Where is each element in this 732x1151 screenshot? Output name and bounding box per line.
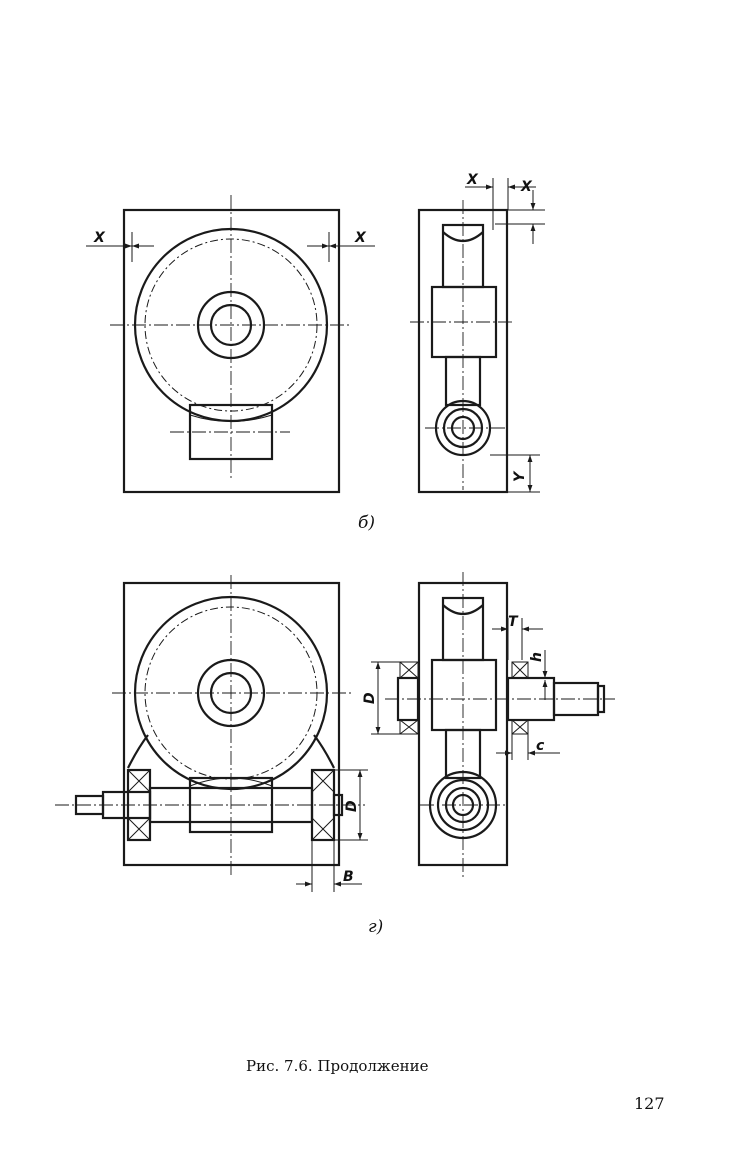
panel-b-front-dimension-labels: X X: [93, 230, 367, 246]
dim-label: h: [529, 652, 545, 662]
dim-label: X: [520, 179, 533, 195]
page-number: 127: [634, 1094, 665, 1113]
panel-g-side-dimension-labels: D T h c: [362, 614, 545, 754]
panel-b-side-dimension-labels: X X Y: [466, 172, 533, 482]
panel-g-front-dimension-labels: D B: [343, 800, 360, 885]
dim-label: Y: [512, 470, 528, 482]
panel-b-front-view: [86, 195, 375, 492]
panel-label-g: г): [368, 917, 383, 937]
dim-label: D: [344, 800, 360, 812]
dim-label: T: [508, 614, 519, 630]
dim-label: X: [354, 230, 367, 246]
dim-label: c: [536, 738, 545, 754]
panel-b-side-view: [410, 178, 545, 492]
panel-g-side-view: [371, 572, 615, 878]
dim-label: X: [466, 172, 479, 188]
dim-label: D: [362, 692, 378, 704]
figure-caption: Рис. 7.6. Продолжение: [246, 1057, 428, 1075]
dim-label: X: [93, 230, 106, 246]
dim-label: B: [343, 869, 354, 885]
panel-label-b: б): [358, 513, 375, 533]
panel-g-front-view: [55, 575, 368, 892]
